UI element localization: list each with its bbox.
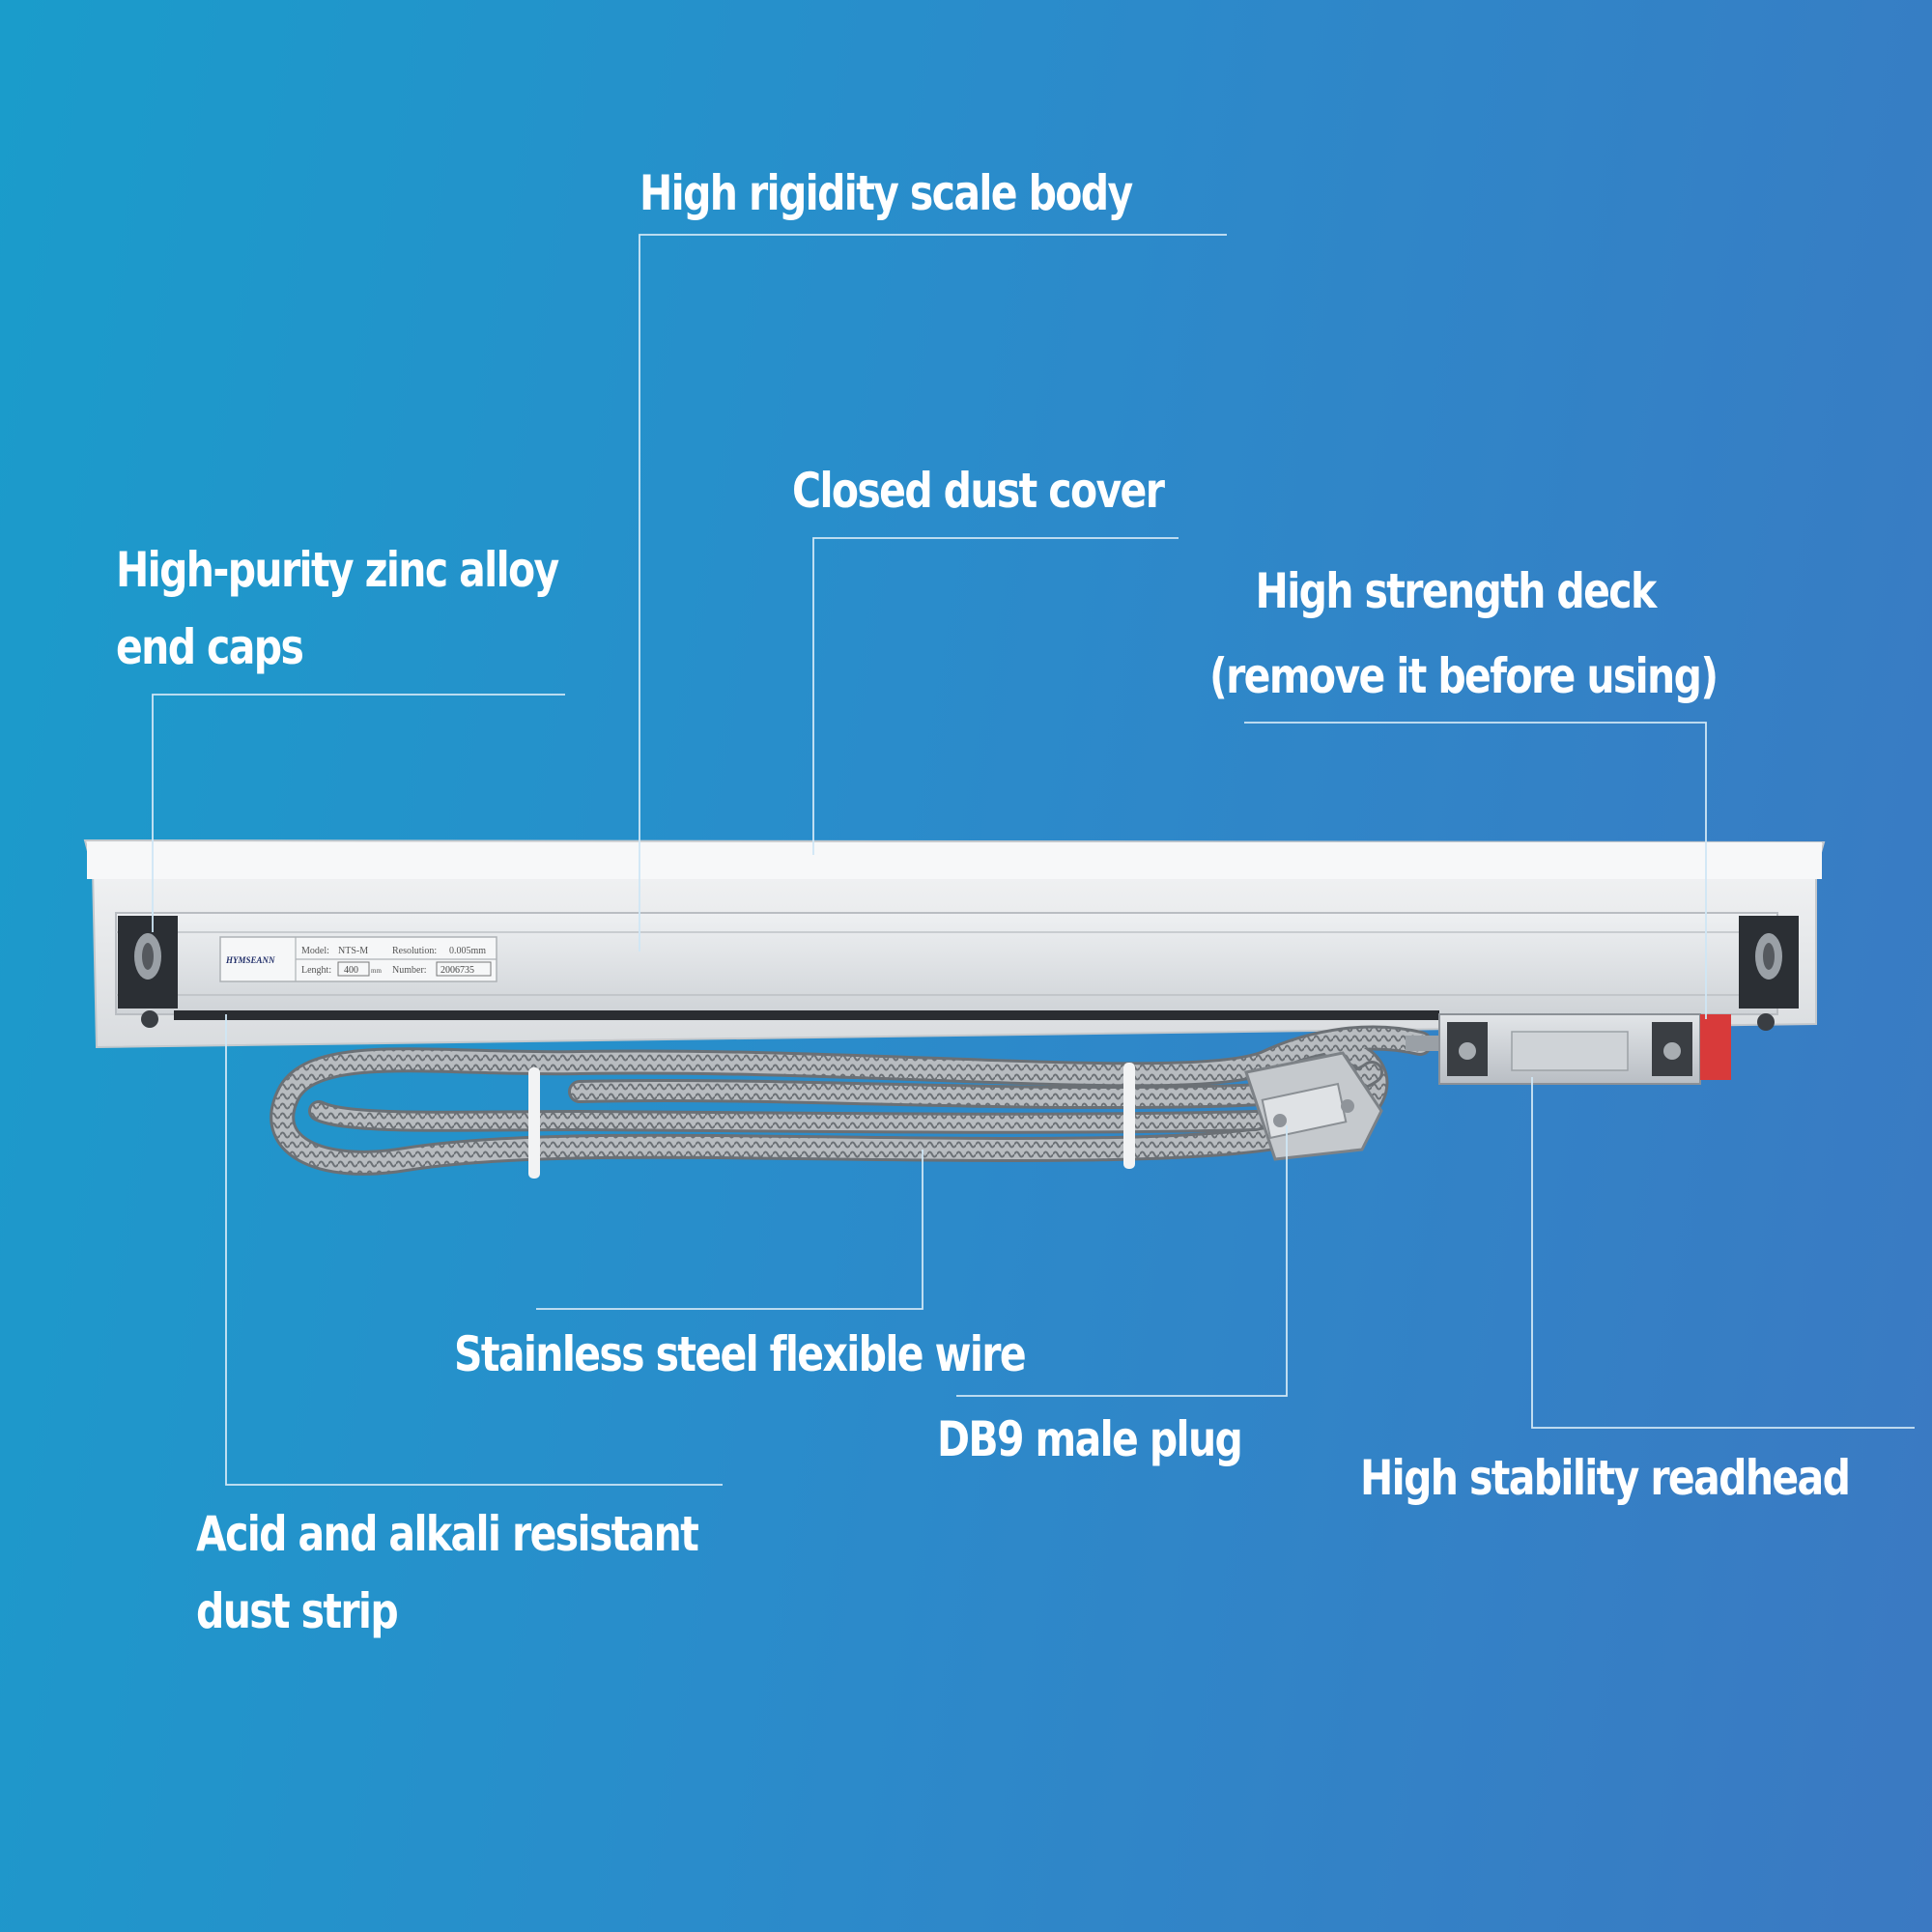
label-text-line2: dust strip	[196, 1583, 399, 1639]
nameplate-model-label: Model:	[301, 946, 329, 956]
nameplate-model-value: NTS-M	[338, 946, 368, 956]
label-text-line2: end caps	[116, 619, 304, 675]
label-closed-dust-cover: Closed dust cover	[792, 452, 1165, 529]
stainless-steel-flexible-wire	[270, 1025, 1433, 1179]
label-text-line2: (remove it before using)	[1209, 648, 1719, 704]
nameplate-brand: HYMSEANN	[225, 955, 275, 965]
label-text: Stainless steel flexible wire	[454, 1326, 1027, 1382]
db9-male-plug	[1244, 1051, 1383, 1161]
nameplate-number-value: 2006735	[440, 965, 474, 976]
label-stainless-steel-flexible-wire: Stainless steel flexible wire	[454, 1316, 1027, 1393]
nameplate-resolution-label: Resolution:	[392, 946, 437, 956]
label-zinc-alloy-end-caps: High-purity zinc alloy end caps	[116, 531, 559, 686]
dust-strip	[174, 1010, 1439, 1020]
nameplate-length-unit: mm	[371, 967, 382, 975]
label-high-strength-deck: High strength deck (remove it before usi…	[1209, 553, 1719, 715]
label-text-line1: High strength deck	[1255, 563, 1658, 619]
nameplate-length-label: Lenght:	[301, 965, 331, 976]
label-text-line1: High-purity zinc alloy	[116, 542, 559, 598]
leader-lines	[152, 234, 1915, 1486]
label-text-line1: Acid and alkali resistant	[196, 1506, 699, 1562]
label-db9-male-plug: DB9 male plug	[937, 1401, 1243, 1478]
nameplate-length-value: 400	[344, 965, 358, 976]
nameplate: HYMSEANN Model: NTS-M Resolution: 0.005m…	[219, 936, 497, 982]
label-high-stability-readhead: High stability readhead	[1360, 1439, 1851, 1517]
nameplate-number-label: Number:	[392, 965, 427, 976]
end-cap-right	[1739, 916, 1799, 1031]
label-text: High stability readhead	[1360, 1450, 1851, 1506]
nameplate-resolution-value: 0.005mm	[449, 946, 486, 956]
end-cap-left	[118, 916, 178, 1028]
label-text: Closed dust cover	[792, 463, 1165, 519]
label-high-rigidity-scale-body: High rigidity scale body	[639, 155, 1133, 232]
label-acid-alkali-dust-strip: Acid and alkali resistant dust strip	[196, 1495, 699, 1650]
high-stability-readhead	[1406, 1013, 1731, 1085]
label-text: DB9 male plug	[937, 1411, 1243, 1467]
label-text: High rigidity scale body	[639, 165, 1133, 221]
